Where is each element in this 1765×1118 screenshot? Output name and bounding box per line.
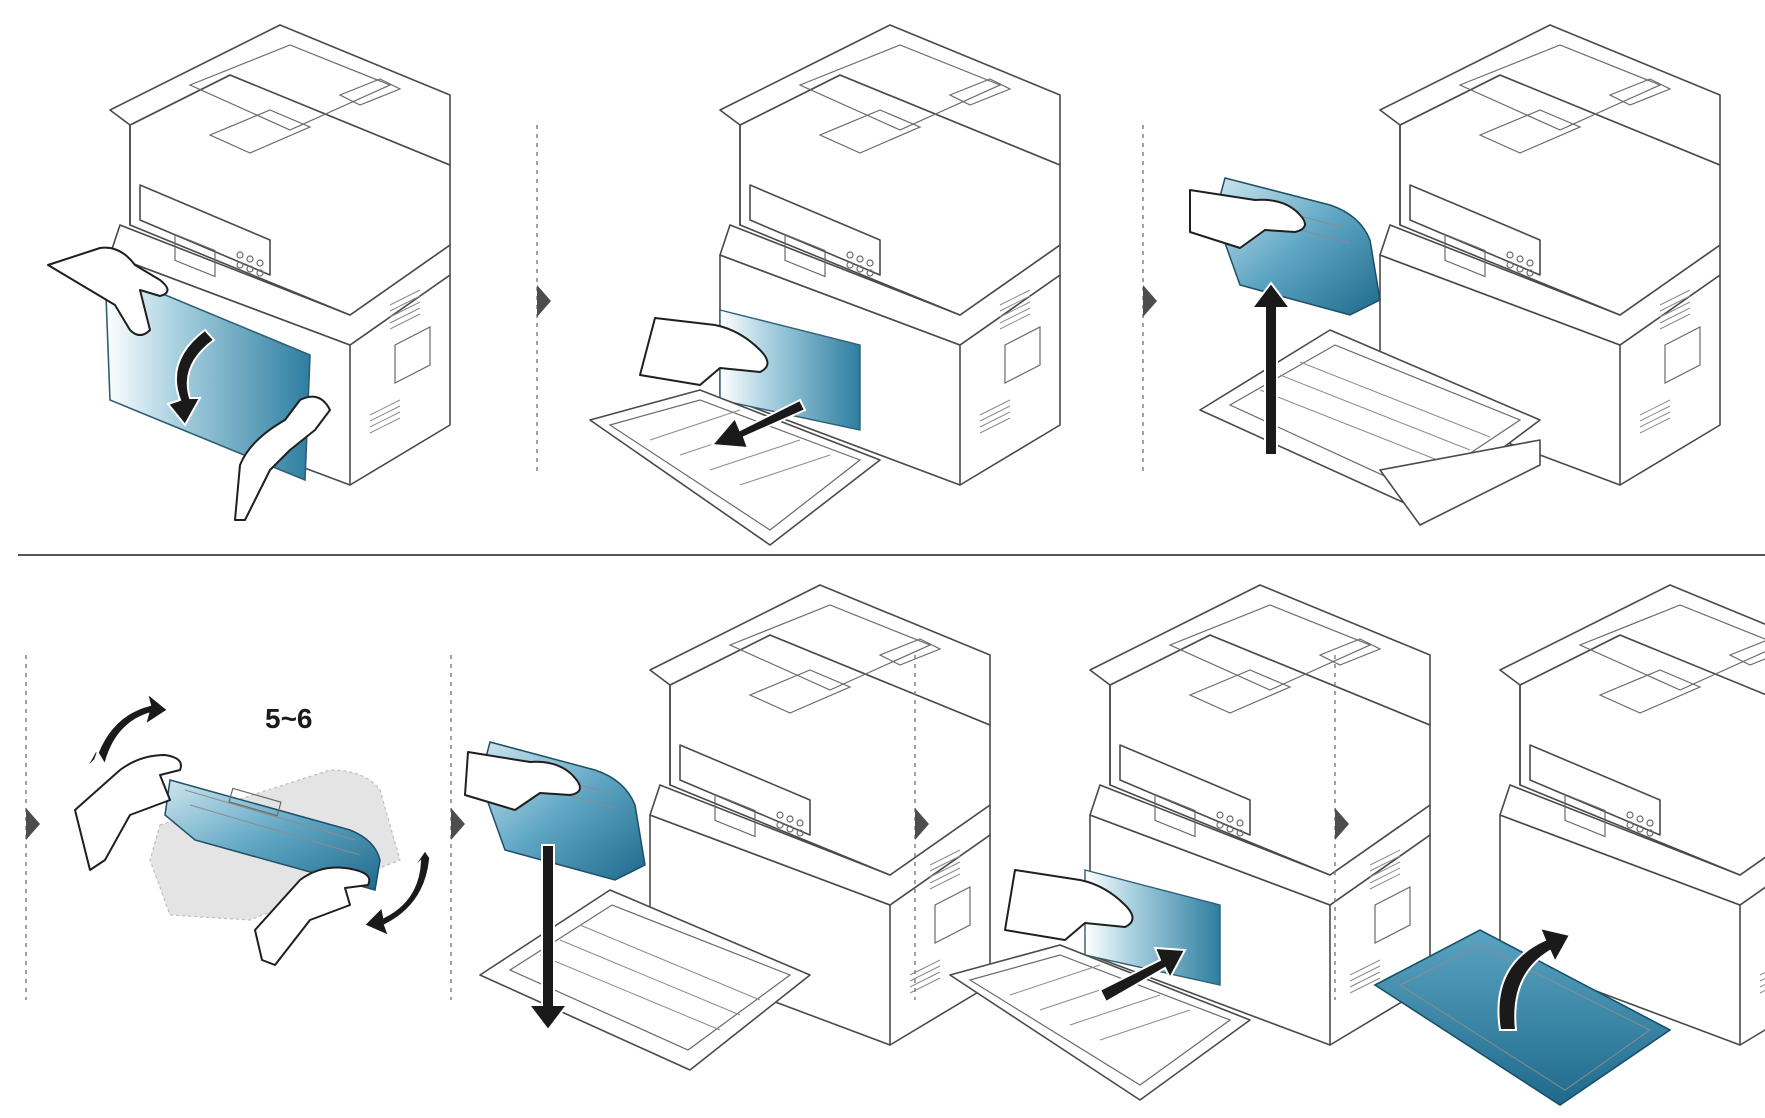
step-marker-icon (26, 808, 40, 840)
left-hand (47, 246, 169, 336)
step-4-shake-cartridge: 5~6 (74, 690, 441, 966)
hand (639, 317, 769, 386)
step-3-remove-cartridge (1189, 24, 1721, 526)
step-5-insert-cartridge (464, 584, 991, 1071)
open-arrow-icon (166, 328, 216, 427)
hand (1004, 869, 1134, 941)
pull-arrow-icon (709, 398, 807, 450)
step-1-open-front-door (47, 24, 451, 521)
open-front-door (949, 944, 1251, 1101)
shake-arrow-bottom-icon (362, 848, 441, 938)
toner-cartridge (164, 779, 381, 891)
step-marker-icon (1335, 808, 1349, 840)
step-marker-icon (451, 808, 465, 840)
hand (464, 751, 581, 811)
up-arrow-icon (1249, 281, 1293, 456)
cartridge-tray-out (479, 889, 811, 1071)
left-hand (74, 754, 182, 871)
step-marker-icon (915, 808, 929, 840)
cartridge-tray (719, 309, 861, 431)
step-marker-icon (537, 285, 551, 317)
step-marker-icon (1143, 285, 1157, 317)
shake-arrow-top-icon (84, 690, 170, 771)
step-6-push-tray (949, 584, 1431, 1101)
down-arrow-icon (526, 844, 570, 1032)
hand (1189, 189, 1306, 249)
right-hand (234, 395, 331, 521)
shake-count-label: 5~6 (265, 703, 313, 734)
front-door-closing (1373, 929, 1672, 1106)
open-front-door (589, 389, 881, 546)
step-7-close-front-door (1373, 584, 1765, 1106)
push-arrow-icon (1098, 946, 1187, 1004)
close-arrow-icon (1497, 926, 1572, 1031)
right-hand (254, 866, 371, 966)
front-door (104, 268, 311, 482)
step-2-pull-tray (589, 24, 1061, 546)
